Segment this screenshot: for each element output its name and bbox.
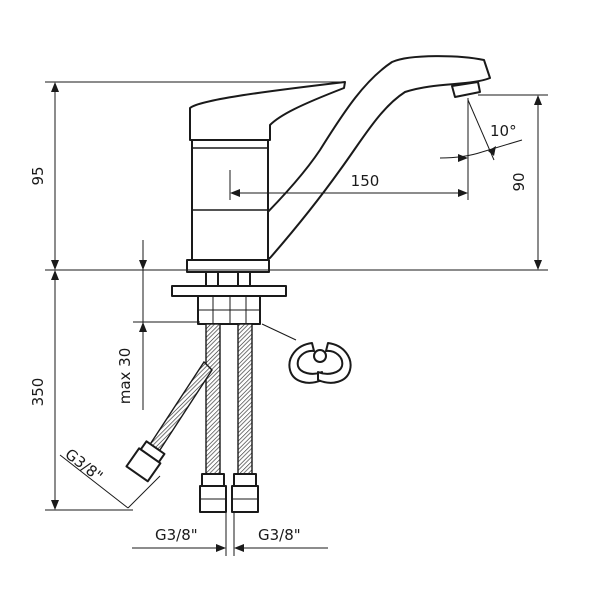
thread-left-label: G3/8" (155, 526, 198, 544)
dim-90: 90 (510, 95, 542, 270)
supply-hoses (125, 323, 259, 513)
dim-angle-label: 10° (490, 122, 517, 140)
dim-150: 150 (229, 98, 469, 200)
faucet-body (171, 55, 491, 325)
dim-95-label: 95 (29, 166, 47, 185)
fitting-left (201, 473, 225, 487)
thread-diagonal-label: G3/8" (62, 445, 107, 485)
dim-150-label: 150 (351, 172, 380, 190)
dim-max30-label: max 30 (116, 348, 134, 405)
dim-350: 350 (29, 270, 59, 510)
c-clip (261, 323, 352, 384)
hose-right (237, 323, 253, 475)
aerator (451, 81, 481, 98)
base-ring (186, 259, 270, 273)
mounting-plate (171, 285, 287, 297)
handle-lever (189, 81, 346, 141)
dim-350-label: 350 (29, 378, 47, 407)
thread-right-label: G3/8" (258, 526, 301, 544)
dim-angle: 10° (439, 99, 523, 162)
dim-threads-bottom: G3/8" G3/8" (132, 512, 328, 556)
hose-left (205, 323, 221, 475)
dim-90-label: 90 (510, 172, 528, 191)
dim-95: 95 (29, 82, 59, 270)
hose-diagonal (146, 360, 213, 458)
fitting-right (233, 473, 257, 487)
spout (257, 55, 491, 259)
dim-max30: max 30 (116, 240, 147, 410)
